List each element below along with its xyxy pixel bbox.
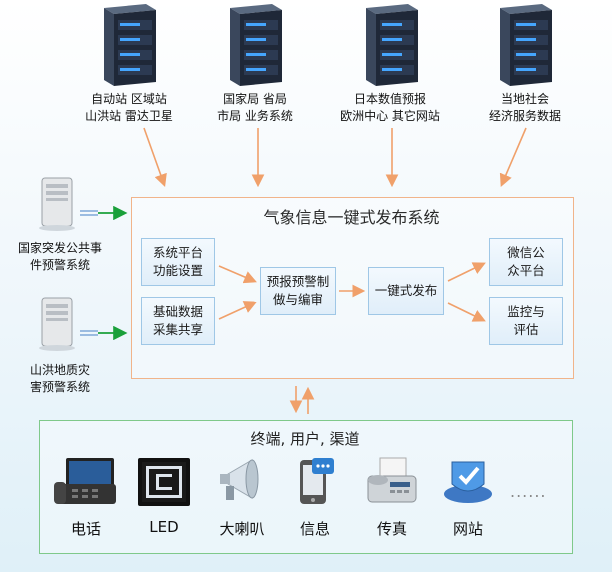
module-line: 微信公: [507, 245, 545, 260]
module-line: 系统平台: [152, 245, 203, 260]
terminals-panel: [39, 420, 573, 554]
module-line: 监控与: [507, 304, 545, 319]
source-label: 自动站 区域站 山洪站 雷达卫星: [70, 91, 188, 125]
module-line: 基础数据: [152, 304, 203, 319]
arrow-source-4: [499, 127, 527, 187]
module-line: 评估: [513, 322, 539, 337]
server-icon: [104, 4, 156, 86]
module-line: 众平台: [507, 263, 545, 278]
source-label-line: 自动站 区域站: [91, 92, 167, 106]
more-channels-indicator: ......: [510, 482, 547, 501]
loudspeaker-icon: [220, 459, 259, 500]
sms-icon: [300, 458, 334, 504]
module-wechat-platform: 微信公众平台: [489, 238, 563, 286]
source-label-line: 山洪站 雷达卫星: [85, 109, 173, 123]
device-label: 信息: [299, 520, 330, 538]
source-label: 国家局 省局 市局 业务系统: [196, 91, 314, 125]
external-system-line: 山洪地质灾: [29, 363, 90, 377]
source-label-line: 日本数值预报: [353, 92, 426, 106]
computer-icon: [39, 297, 75, 351]
computer-icon: [39, 177, 75, 231]
main-system-title: 气象信息一键式发布系统: [263, 208, 440, 227]
module-one-click-publish: 一键式发布: [368, 267, 444, 315]
server-icon: [500, 4, 552, 86]
fax-icon: [367, 457, 417, 503]
module-line: 采集共享: [152, 322, 203, 337]
source-label-line: 欧洲中心 其它网站: [340, 109, 440, 123]
source-label: 日本数值预报 欧洲中心 其它网站: [328, 91, 452, 125]
module-line: 一键式发布: [374, 283, 438, 298]
device-label: 传真: [376, 520, 407, 538]
module-line: 做与编审: [272, 292, 323, 307]
source-label: 当地社会 经济服务数据: [466, 91, 584, 125]
device-label: 网站: [452, 520, 483, 538]
source-label-line: 当地社会: [500, 92, 549, 106]
module-platform-settings: 系统平台功能设置: [141, 238, 215, 286]
server-icon: [366, 4, 418, 86]
device-label: 大喇叭: [219, 520, 265, 538]
source-label-line: 经济服务数据: [488, 109, 561, 123]
external-system-label: 山洪地质灾 害预警系统: [0, 362, 120, 396]
led-icon: [138, 458, 190, 506]
module-monitoring: 监控与评估: [489, 297, 563, 345]
module-forecast-production: 预报预警制做与编审: [260, 267, 336, 315]
external-system-line: 害预警系统: [29, 380, 90, 394]
module-line: 功能设置: [152, 263, 203, 278]
phone-icon: [54, 458, 116, 504]
external-system-line: 国家突发公共事: [17, 241, 102, 255]
device-label: 电话: [70, 520, 101, 538]
terminals-title: 终端, 用户, 渠道: [250, 430, 360, 448]
source-label-line: 国家局 省局: [223, 92, 287, 106]
device-label: LED: [149, 518, 179, 536]
external-system-line: 件预警系统: [29, 258, 90, 272]
source-label-line: 市局 业务系统: [217, 109, 293, 123]
module-data-collection: 基础数据采集共享: [141, 297, 215, 345]
website-icon: [444, 461, 492, 503]
arrow-source-1: [143, 127, 167, 188]
server-icon: [230, 4, 282, 86]
external-system-label: 国家突发公共事 件预警系统: [0, 240, 120, 274]
module-line: 预报预警制: [266, 274, 330, 289]
